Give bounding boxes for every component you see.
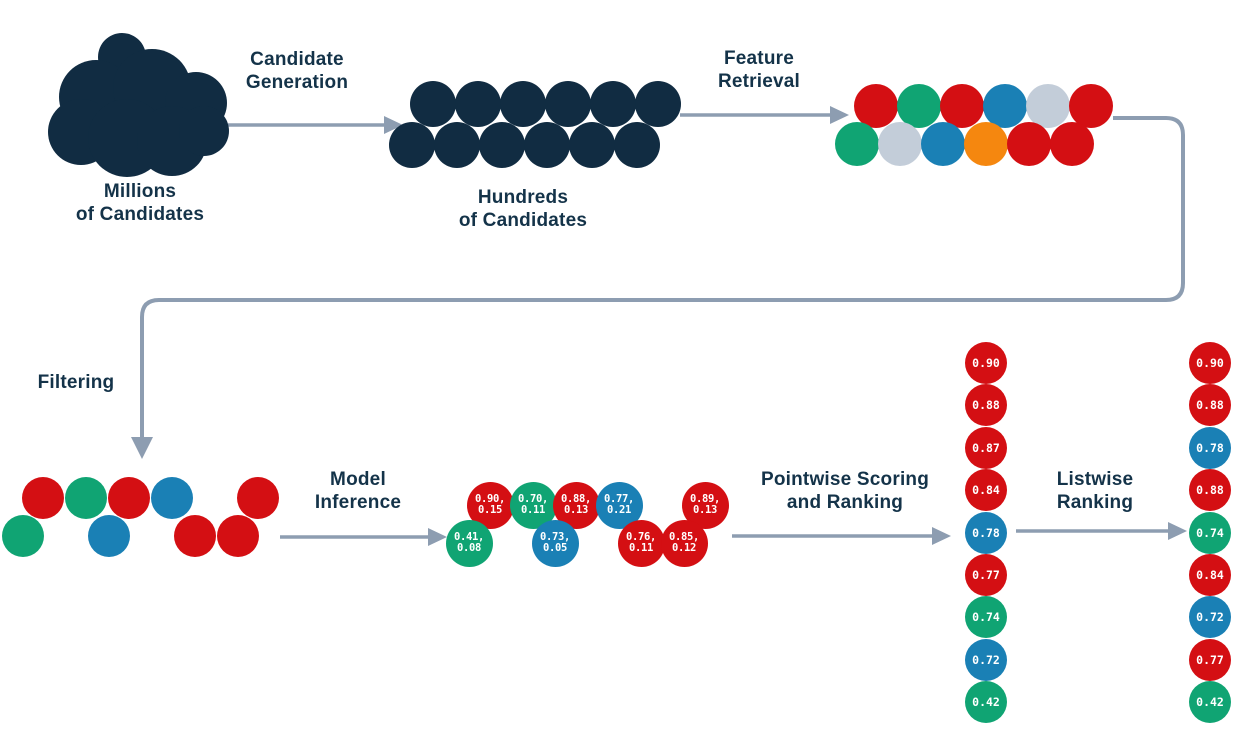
listwise-label: Listwise Ranking — [1056, 469, 1134, 513]
hundreds-caption: Hundreds of Candidates — [458, 187, 588, 231]
model-inference-label: Model Inference — [314, 469, 402, 513]
filtering-label: Filtering — [37, 372, 115, 393]
model-inference-arrow — [280, 528, 447, 546]
pointwise-arrow — [732, 527, 951, 545]
candidate-generation-arrow — [228, 116, 403, 134]
millions-caption: Millions of Candidates — [75, 181, 205, 225]
listwise-arrow — [1016, 522, 1187, 540]
filtering-connector-arrow — [131, 116, 1185, 459]
candidate-generation-label: Candidate Generation — [245, 49, 349, 93]
pointwise-label: Pointwise Scoring and Ranking — [760, 469, 930, 513]
feature-retrieval-arrow — [680, 106, 849, 124]
feature-retrieval-label: Feature Retrieval — [717, 48, 801, 92]
